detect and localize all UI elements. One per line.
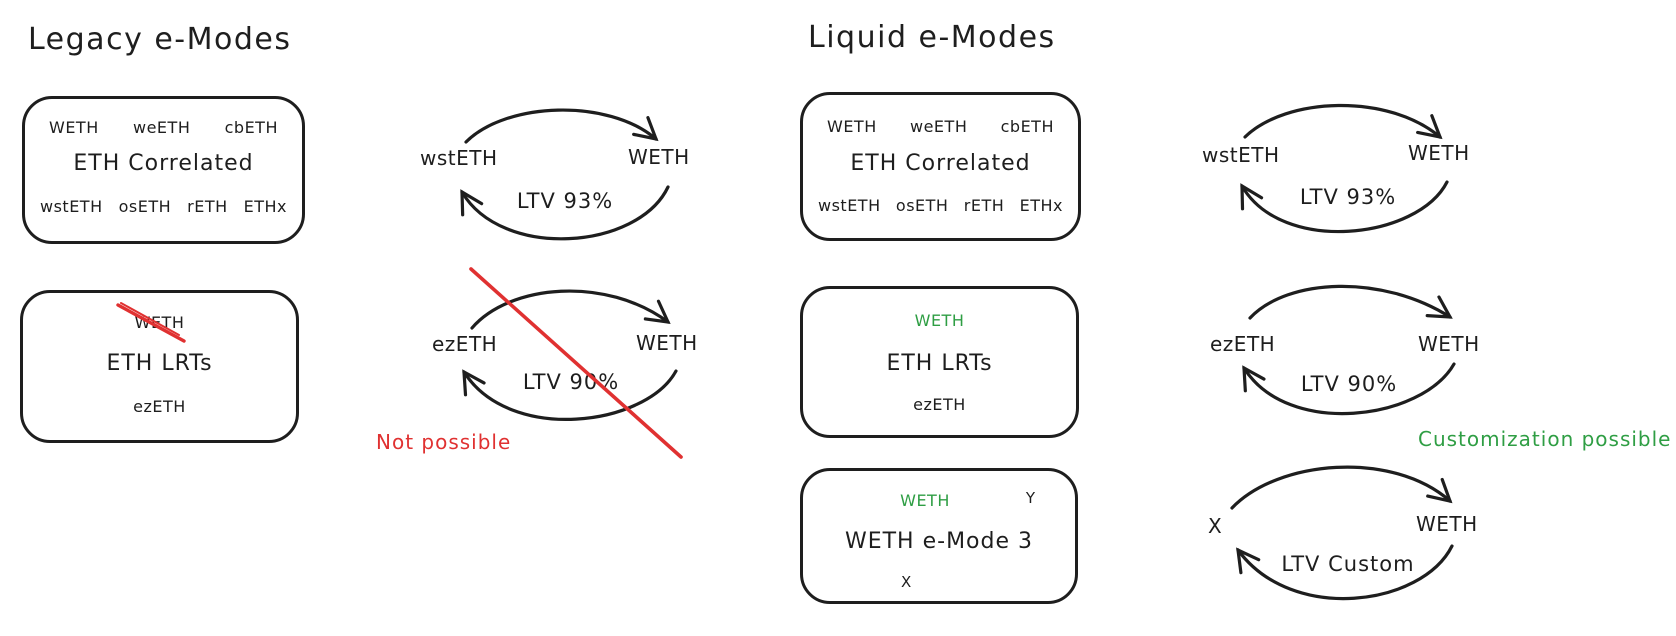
liquid-correlated-bottom-tokens: wstETH osETH rETH ETHx xyxy=(803,196,1078,215)
token-x: X xyxy=(901,573,912,591)
loop-arrows xyxy=(1242,284,1456,416)
loop-right-label: WETH xyxy=(636,331,698,355)
arrow-weth-to-wsteth xyxy=(460,185,670,241)
token-wsteth: wstETH xyxy=(40,197,103,216)
legacy-eth-lrts-box: WETH ETH LRTs ezETH xyxy=(20,290,299,443)
token-cbeth: cbETH xyxy=(1000,117,1054,136)
liquid-emodes-title: Liquid e-Modes xyxy=(808,20,1056,55)
eth-correlated-label: ETH Correlated xyxy=(850,151,1031,176)
loop-left-label: ezETH xyxy=(432,332,498,356)
arrow-wsteth-to-weth xyxy=(1243,103,1443,140)
token-weth: WETH xyxy=(827,117,877,136)
arrow-ezeth-to-weth xyxy=(470,289,671,330)
red-cross-line xyxy=(469,267,683,459)
arrow-wsteth-to-weth xyxy=(464,108,659,144)
weth-emode3-label: WETH e-Mode 3 xyxy=(844,529,1034,554)
legacy-correlated-top-tokens: WETH weETH cbETH xyxy=(25,118,302,137)
arrow-weth-to-ezeth xyxy=(462,369,678,421)
liquid-eth-correlated-box: WETH weETH cbETH ETH Correlated wstETH o… xyxy=(800,92,1081,241)
loop-arrows xyxy=(462,289,678,421)
token-reth: rETH xyxy=(963,196,1005,215)
token-weeth: weETH xyxy=(910,117,968,136)
legacy-emodes-title: Legacy e-Modes xyxy=(28,22,292,57)
eth-lrts-label: ETH LRTs xyxy=(886,351,993,376)
token-ethx: ETHx xyxy=(243,197,287,216)
loop-right-label: WETH xyxy=(1408,141,1470,165)
arrow-ezeth-to-weth xyxy=(1248,284,1453,320)
customization-possible-annotation: Customization possible xyxy=(1418,427,1672,451)
highlighted-weth-token: WETH xyxy=(914,311,965,330)
ltv-label: LTV 93% xyxy=(1299,185,1397,209)
loop-right-label: WETH xyxy=(628,145,690,169)
token-ezeth: ezETH xyxy=(913,395,966,414)
loop-left-label: X xyxy=(1208,514,1223,538)
token-oseth: osETH xyxy=(118,197,172,216)
liquid-eth-lrts-box: WETH ETH LRTs ezETH xyxy=(800,286,1079,438)
token-reth: rETH xyxy=(187,197,228,216)
eth-correlated-label: ETH Correlated xyxy=(73,151,254,176)
eth-lrts-label: ETH LRTs xyxy=(106,351,213,376)
loop-arrows xyxy=(1230,465,1454,601)
loop-left-label: ezETH xyxy=(1210,332,1276,356)
token-cbeth: cbETH xyxy=(224,118,278,137)
token-wsteth: wstETH xyxy=(818,196,881,215)
highlighted-weth-token: WETH xyxy=(900,491,950,510)
arrow-weth-to-x xyxy=(1236,544,1454,601)
weth-emode3-box: WETH Y WETH e-Mode 3 X xyxy=(800,468,1078,604)
ltv-label: LTV Custom xyxy=(1281,552,1415,576)
loop-left-label: wstETH xyxy=(1202,143,1280,167)
loop-arrows xyxy=(1240,103,1449,234)
ltv-label: LTV 90% xyxy=(522,370,620,394)
arrow-weth-to-wsteth xyxy=(1240,180,1449,234)
token-y: Y xyxy=(1025,489,1035,507)
token-ezeth: ezETH xyxy=(133,397,186,416)
loop-right-label: WETH xyxy=(1418,332,1480,356)
legacy-wsteth-weth-loop: wstETH WETH LTV 93% xyxy=(408,88,708,258)
legacy-ezeth-weth-loop: ezETH WETH LTV 90% xyxy=(408,258,708,440)
legacy-correlated-bottom-tokens: wstETH osETH rETH ETHx xyxy=(25,197,302,216)
red-strike-line xyxy=(116,302,186,343)
liquid-ezeth-weth-loop: ezETH WETH LTV 90% xyxy=(1190,268,1490,440)
ltv-label: LTV 93% xyxy=(516,189,614,213)
token-oseth: osETH xyxy=(895,196,949,215)
not-possible-annotation: Not possible xyxy=(376,430,512,454)
ltv-label: LTV 90% xyxy=(1300,372,1398,396)
token-weeth: weETH xyxy=(133,118,191,137)
token-ethx: ETHx xyxy=(1019,196,1063,215)
arrow-x-to-weth xyxy=(1230,465,1453,510)
arrow-weth-to-ezeth xyxy=(1242,362,1456,416)
liquid-correlated-top-tokens: WETH weETH cbETH xyxy=(803,117,1078,136)
loop-arrows xyxy=(460,108,670,241)
token-weth: WETH xyxy=(49,118,99,137)
legacy-eth-correlated-box: WETH weETH cbETH ETH Correlated wstETH o… xyxy=(22,96,305,244)
loop-left-label: wstETH xyxy=(420,146,498,170)
liquid-custom-loop: X WETH LTV Custom xyxy=(1190,438,1490,620)
loop-right-label: WETH xyxy=(1416,512,1478,536)
liquid-wsteth-weth-loop: wstETH WETH LTV 93% xyxy=(1190,85,1490,255)
